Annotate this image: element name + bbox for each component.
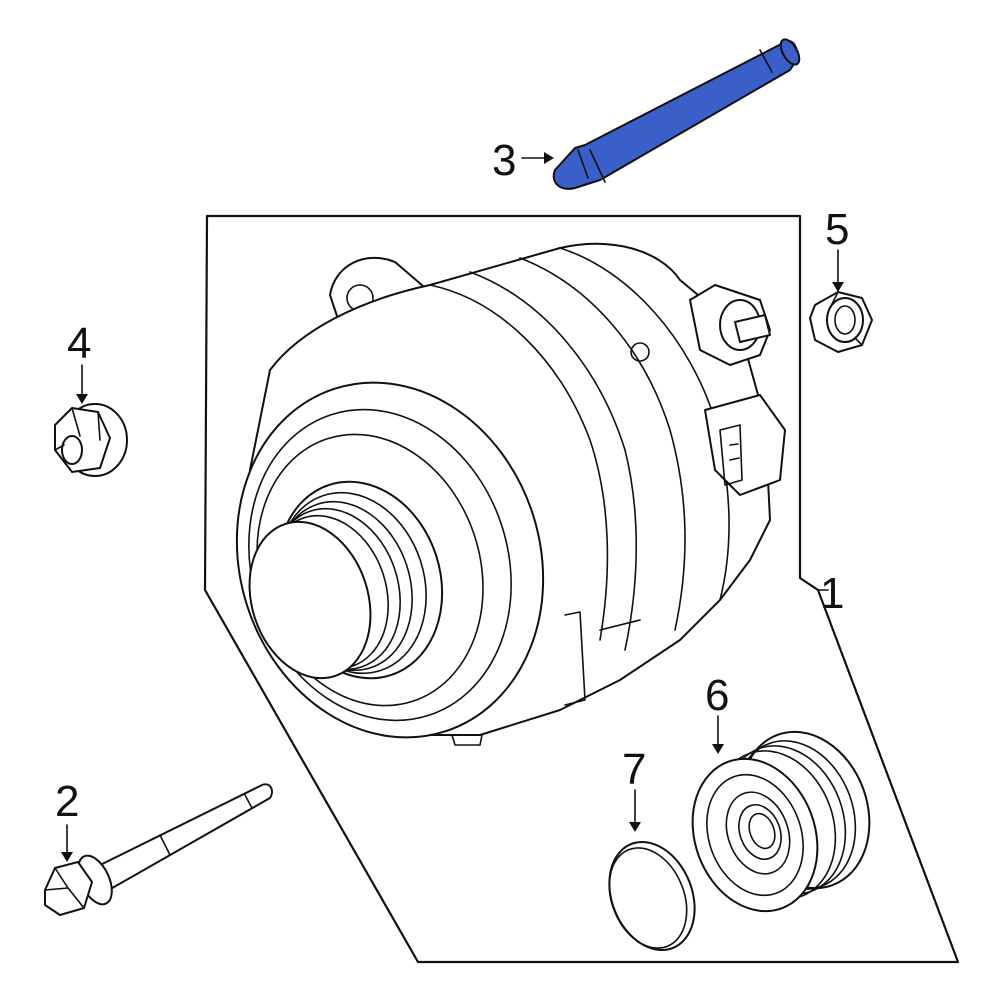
- callout-label-1: 1: [820, 569, 844, 618]
- part-3-stud-highlighted[interactable]: [552, 36, 803, 190]
- part-6-pulley[interactable]: [672, 714, 891, 929]
- part-2-bolt[interactable]: [44, 783, 273, 916]
- callout-label-4: 4: [67, 319, 91, 368]
- alternator-part-1[interactable]: [192, 242, 786, 778]
- callout-label-7: 7: [622, 745, 646, 794]
- callout-label-3: 3: [492, 136, 516, 185]
- assembly-outline: [203, 214, 960, 964]
- callout-leaders: [61, 152, 844, 862]
- callout-label-2: 2: [55, 777, 79, 826]
- part-4-flange-nut[interactable]: [54, 403, 128, 477]
- callout-label-5: 5: [825, 205, 849, 254]
- part-5-nut[interactable]: [809, 291, 873, 353]
- part-7-cap[interactable]: [594, 829, 710, 963]
- callout-label-6: 6: [705, 671, 729, 720]
